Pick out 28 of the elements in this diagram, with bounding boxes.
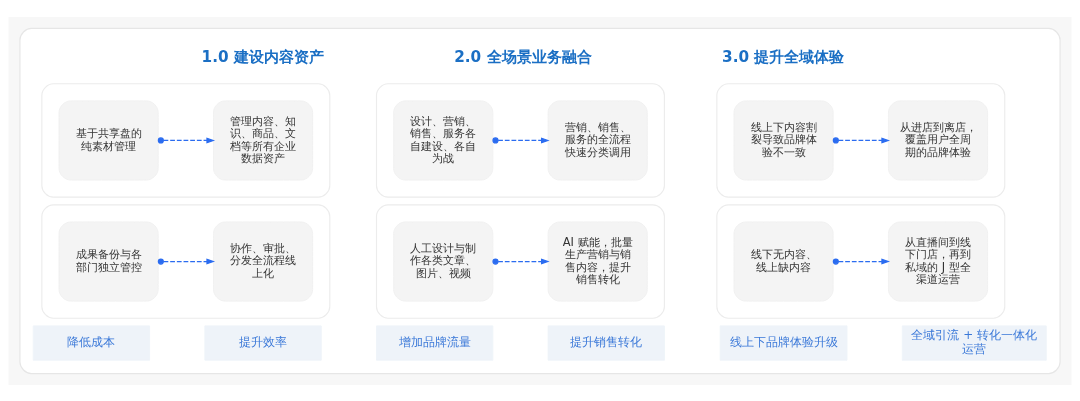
label: 1.0 建设内容资产 xyxy=(201,47,324,66)
node-box: AI 赋能，批量生产营销与销售内容，提升销售转化 xyxy=(547,221,648,302)
cluster xyxy=(375,82,665,198)
arrow xyxy=(492,257,550,265)
arrow xyxy=(157,136,216,144)
node-box: 基于共享盘的纯素材管理 xyxy=(58,99,159,180)
node-box: 协作、审批、分发全流程线上化 xyxy=(213,221,314,302)
node-box: 设计、营销、销售、服务各自建设、各自为战 xyxy=(393,99,494,180)
arrow xyxy=(157,257,216,265)
cluster xyxy=(375,203,665,319)
arrow xyxy=(832,257,891,265)
cluster xyxy=(41,82,331,198)
node-box: 成果备份与各部门独立管控 xyxy=(58,221,159,302)
node-box: 线下无内容、线上缺内容 xyxy=(733,221,834,302)
arrow xyxy=(492,136,550,144)
node-box: 从进店到离店，覆盖用户全周期的品牌体验 xyxy=(888,99,989,180)
node-box: 从直播间到线下门店，再到私域的 J 型全渠道运营 xyxy=(888,221,989,302)
arrow xyxy=(832,136,891,144)
label: 2.0 全场景业务融合 xyxy=(454,47,592,66)
cluster xyxy=(716,82,1006,198)
cluster xyxy=(19,27,1061,374)
node-box: 人工设计与制作各类文章、图片、视频 xyxy=(393,221,494,302)
cluster xyxy=(41,203,331,319)
cluster xyxy=(716,203,1006,319)
label: 3.0 提升全域体验 xyxy=(722,47,845,66)
node-box: 营销、销售、服务的全流程快速分类调用 xyxy=(547,99,648,180)
node-box: 线上下内容割裂导致品牌体验不一致 xyxy=(733,99,834,180)
node-box: 管理内容、知识、商品、文档等所有企业数据资产 xyxy=(213,99,314,180)
